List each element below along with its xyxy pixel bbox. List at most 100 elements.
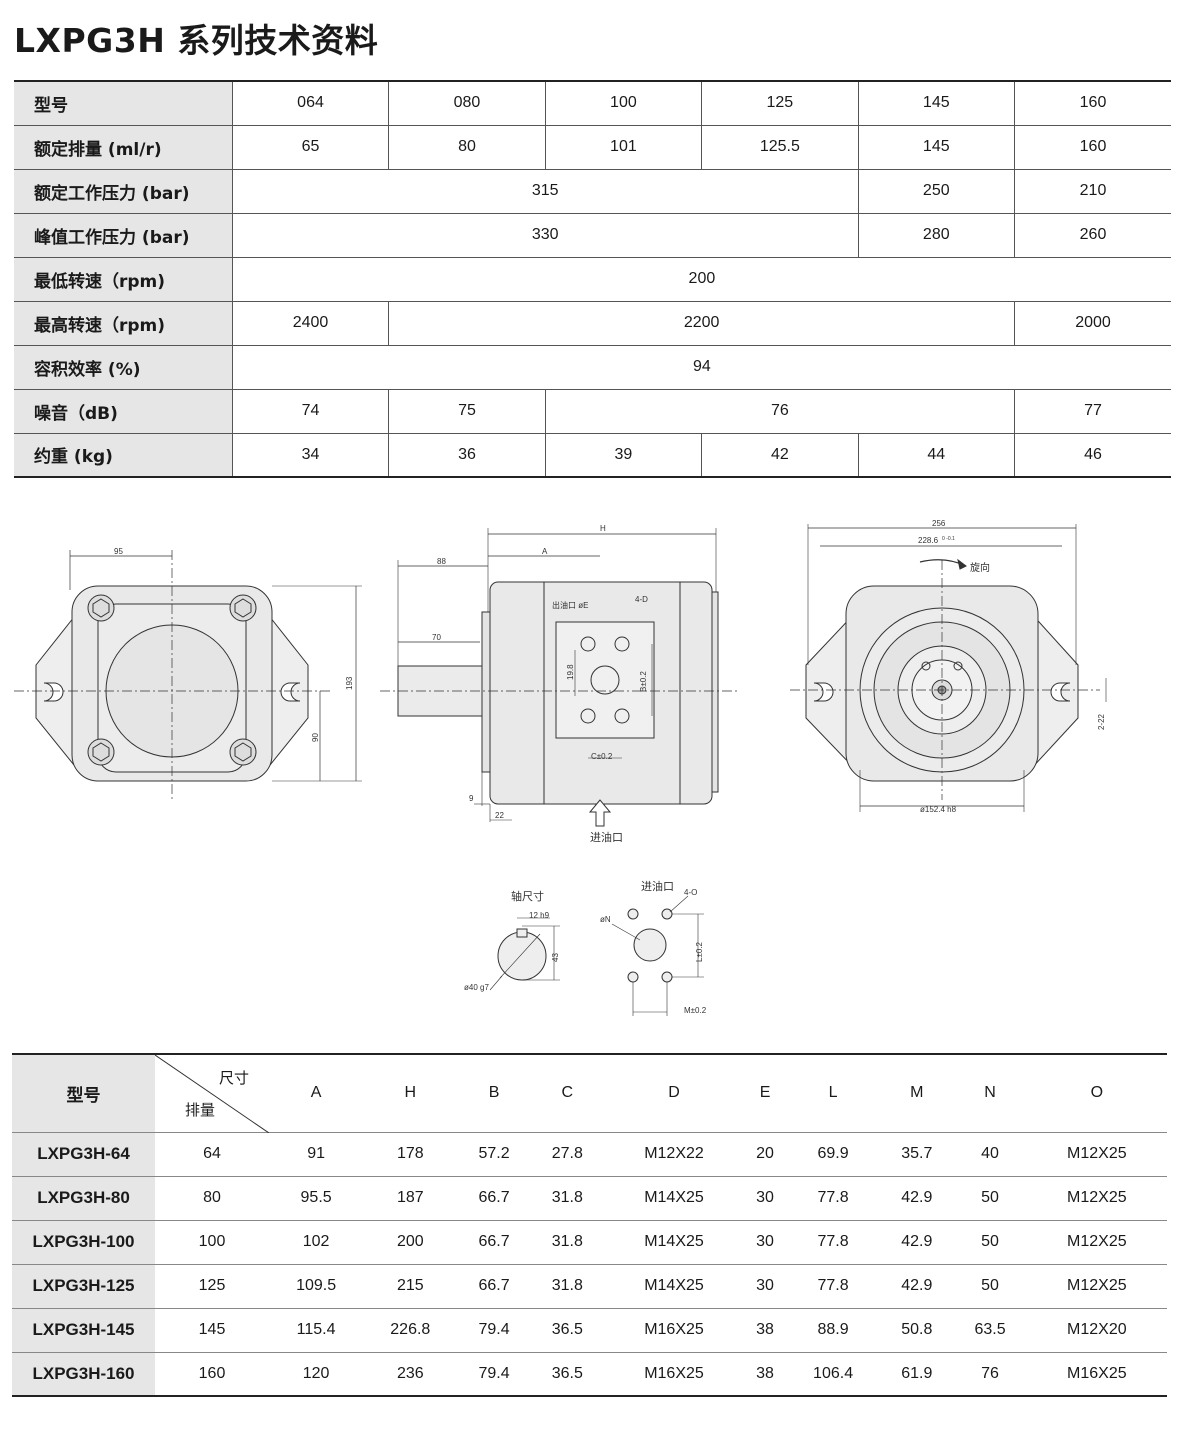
dims-header-col: E xyxy=(744,1054,786,1133)
dims-cell: 215 xyxy=(363,1264,458,1309)
dims-cell: 42.9 xyxy=(880,1176,954,1221)
spec-cell: 125 xyxy=(701,81,859,126)
spec-cell: 125.5 xyxy=(701,125,859,170)
dims-model: LXPG3H-160 xyxy=(12,1352,155,1396)
dims-cell: 40 xyxy=(953,1132,1027,1177)
spec-label: 最高转速（rpm) xyxy=(14,301,233,346)
dim-C: C±0.2 xyxy=(591,752,613,761)
label-4-O: 4-O xyxy=(684,888,697,897)
dims-cell: 77.8 xyxy=(785,1220,881,1265)
dim-70: 70 xyxy=(432,633,441,642)
spec-cell: 44 xyxy=(857,433,1015,477)
shaft-detail-drawing xyxy=(489,917,560,991)
dims-cell: M12X25 xyxy=(1026,1132,1167,1177)
dims-cell: M12X20 xyxy=(1026,1308,1167,1353)
spec-cell: 280 xyxy=(857,213,1015,258)
spec-cell: 39 xyxy=(544,433,702,477)
dims-displacement: 64 xyxy=(155,1132,269,1177)
spec-label: 最低转速（rpm) xyxy=(14,257,233,302)
dims-cell: 35.7 xyxy=(880,1132,954,1177)
dims-displacement: 160 xyxy=(198,1364,226,1382)
dims-cell: 91 xyxy=(269,1132,364,1177)
dims-cell: 200 xyxy=(363,1220,458,1265)
spec-label: 型号 xyxy=(14,81,233,126)
spec-cell: 75 xyxy=(388,389,546,434)
spec-cell: 42 xyxy=(701,433,859,477)
dims-header-col: D xyxy=(603,1054,745,1133)
dims-cell: 77.8 xyxy=(785,1176,881,1221)
front-view-drawing xyxy=(14,550,362,800)
dims-cell: M12X25 xyxy=(1026,1220,1167,1265)
dims-cell: 79.4 xyxy=(457,1308,531,1353)
dims-cell: 38 xyxy=(756,1364,774,1382)
spec-cell: 2000 xyxy=(1014,301,1171,346)
spec-label: 噪音（dB) xyxy=(14,389,233,434)
dims-cell: M16X25 xyxy=(1067,1364,1127,1382)
spec-cell: 94 xyxy=(231,345,1171,390)
spec-label: 峰值工作压力 (bar) xyxy=(14,213,233,258)
dims-header-model: 型号 xyxy=(12,1054,155,1133)
dims-header-col: B xyxy=(457,1054,531,1133)
dims-model: LXPG3H-80 xyxy=(12,1176,155,1221)
spec-cell: 34 xyxy=(231,433,389,477)
dims-cell: 30 xyxy=(744,1176,786,1221)
spec-cell: 145 xyxy=(857,81,1015,126)
dims-cell: 61.9 xyxy=(901,1364,933,1382)
spec-label: 额定工作压力 (bar) xyxy=(14,169,233,214)
spec-label: 约重 (kg) xyxy=(14,433,233,477)
spec-cell: 101 xyxy=(544,125,702,170)
dims-displacement: 145 xyxy=(155,1308,269,1353)
dim-228-tolerance: 0 -0.1 xyxy=(942,536,955,542)
spec-cell: 160 xyxy=(1014,125,1171,170)
dim-12h9: 12 h9 xyxy=(529,911,550,920)
spec-label: 额定排量 (ml/r) xyxy=(14,125,233,170)
dims-cell: M12X25 xyxy=(1026,1176,1167,1221)
dims-cell: 50 xyxy=(953,1176,1027,1221)
dims-header-col: L xyxy=(785,1054,881,1133)
spec-cell: 330 xyxy=(231,213,859,258)
dims-header-col: H xyxy=(363,1054,458,1133)
dim-A: A xyxy=(542,547,548,556)
dims-header-col: N xyxy=(953,1054,1027,1133)
dims-cell: 20 xyxy=(744,1132,786,1177)
dims-cell: 109.5 xyxy=(269,1264,364,1309)
side-view-drawing xyxy=(380,528,738,827)
dim-9: 9 xyxy=(469,794,474,803)
page-title: LXPG3H 系列技术资料 xyxy=(14,21,379,60)
spec-cell: 65 xyxy=(231,125,389,170)
port-detail-drawing xyxy=(611,895,704,1016)
dim-19.8: 19.8 xyxy=(566,664,575,680)
dims-cell: 79.4 xyxy=(478,1364,510,1382)
dim-M: M±0.2 xyxy=(684,1006,707,1015)
dims-cell: 50 xyxy=(953,1220,1027,1265)
dim-22: 22 xyxy=(495,811,504,820)
dims-cell: 57.2 xyxy=(457,1132,531,1177)
spec-cell: 080 xyxy=(388,81,546,126)
dim-95: 95 xyxy=(114,547,123,556)
dims-header-col: M xyxy=(880,1054,954,1133)
dims-cell: 36.5 xyxy=(551,1364,583,1382)
label-rotation: 旋向 xyxy=(970,561,990,574)
dim-L: L±0.2 xyxy=(695,941,704,962)
dims-displacement: 100 xyxy=(155,1220,269,1265)
label-inlet: 进油口 xyxy=(590,830,623,844)
dim-B: B±0.2 xyxy=(639,671,648,692)
diagonal-line xyxy=(155,1055,269,1133)
dims-cell: 50 xyxy=(953,1264,1027,1309)
dims-cell: 42.9 xyxy=(880,1220,954,1265)
dims-cell: 66.7 xyxy=(457,1220,531,1265)
dims-cell: 115.4 xyxy=(269,1308,364,1353)
spec-cell: 160 xyxy=(1014,81,1171,126)
dims-cell: 69.9 xyxy=(785,1132,881,1177)
dims-cell: M14X25 xyxy=(603,1220,745,1265)
dims-cell: M16X25 xyxy=(644,1364,704,1382)
dim-N: øN xyxy=(600,915,611,924)
